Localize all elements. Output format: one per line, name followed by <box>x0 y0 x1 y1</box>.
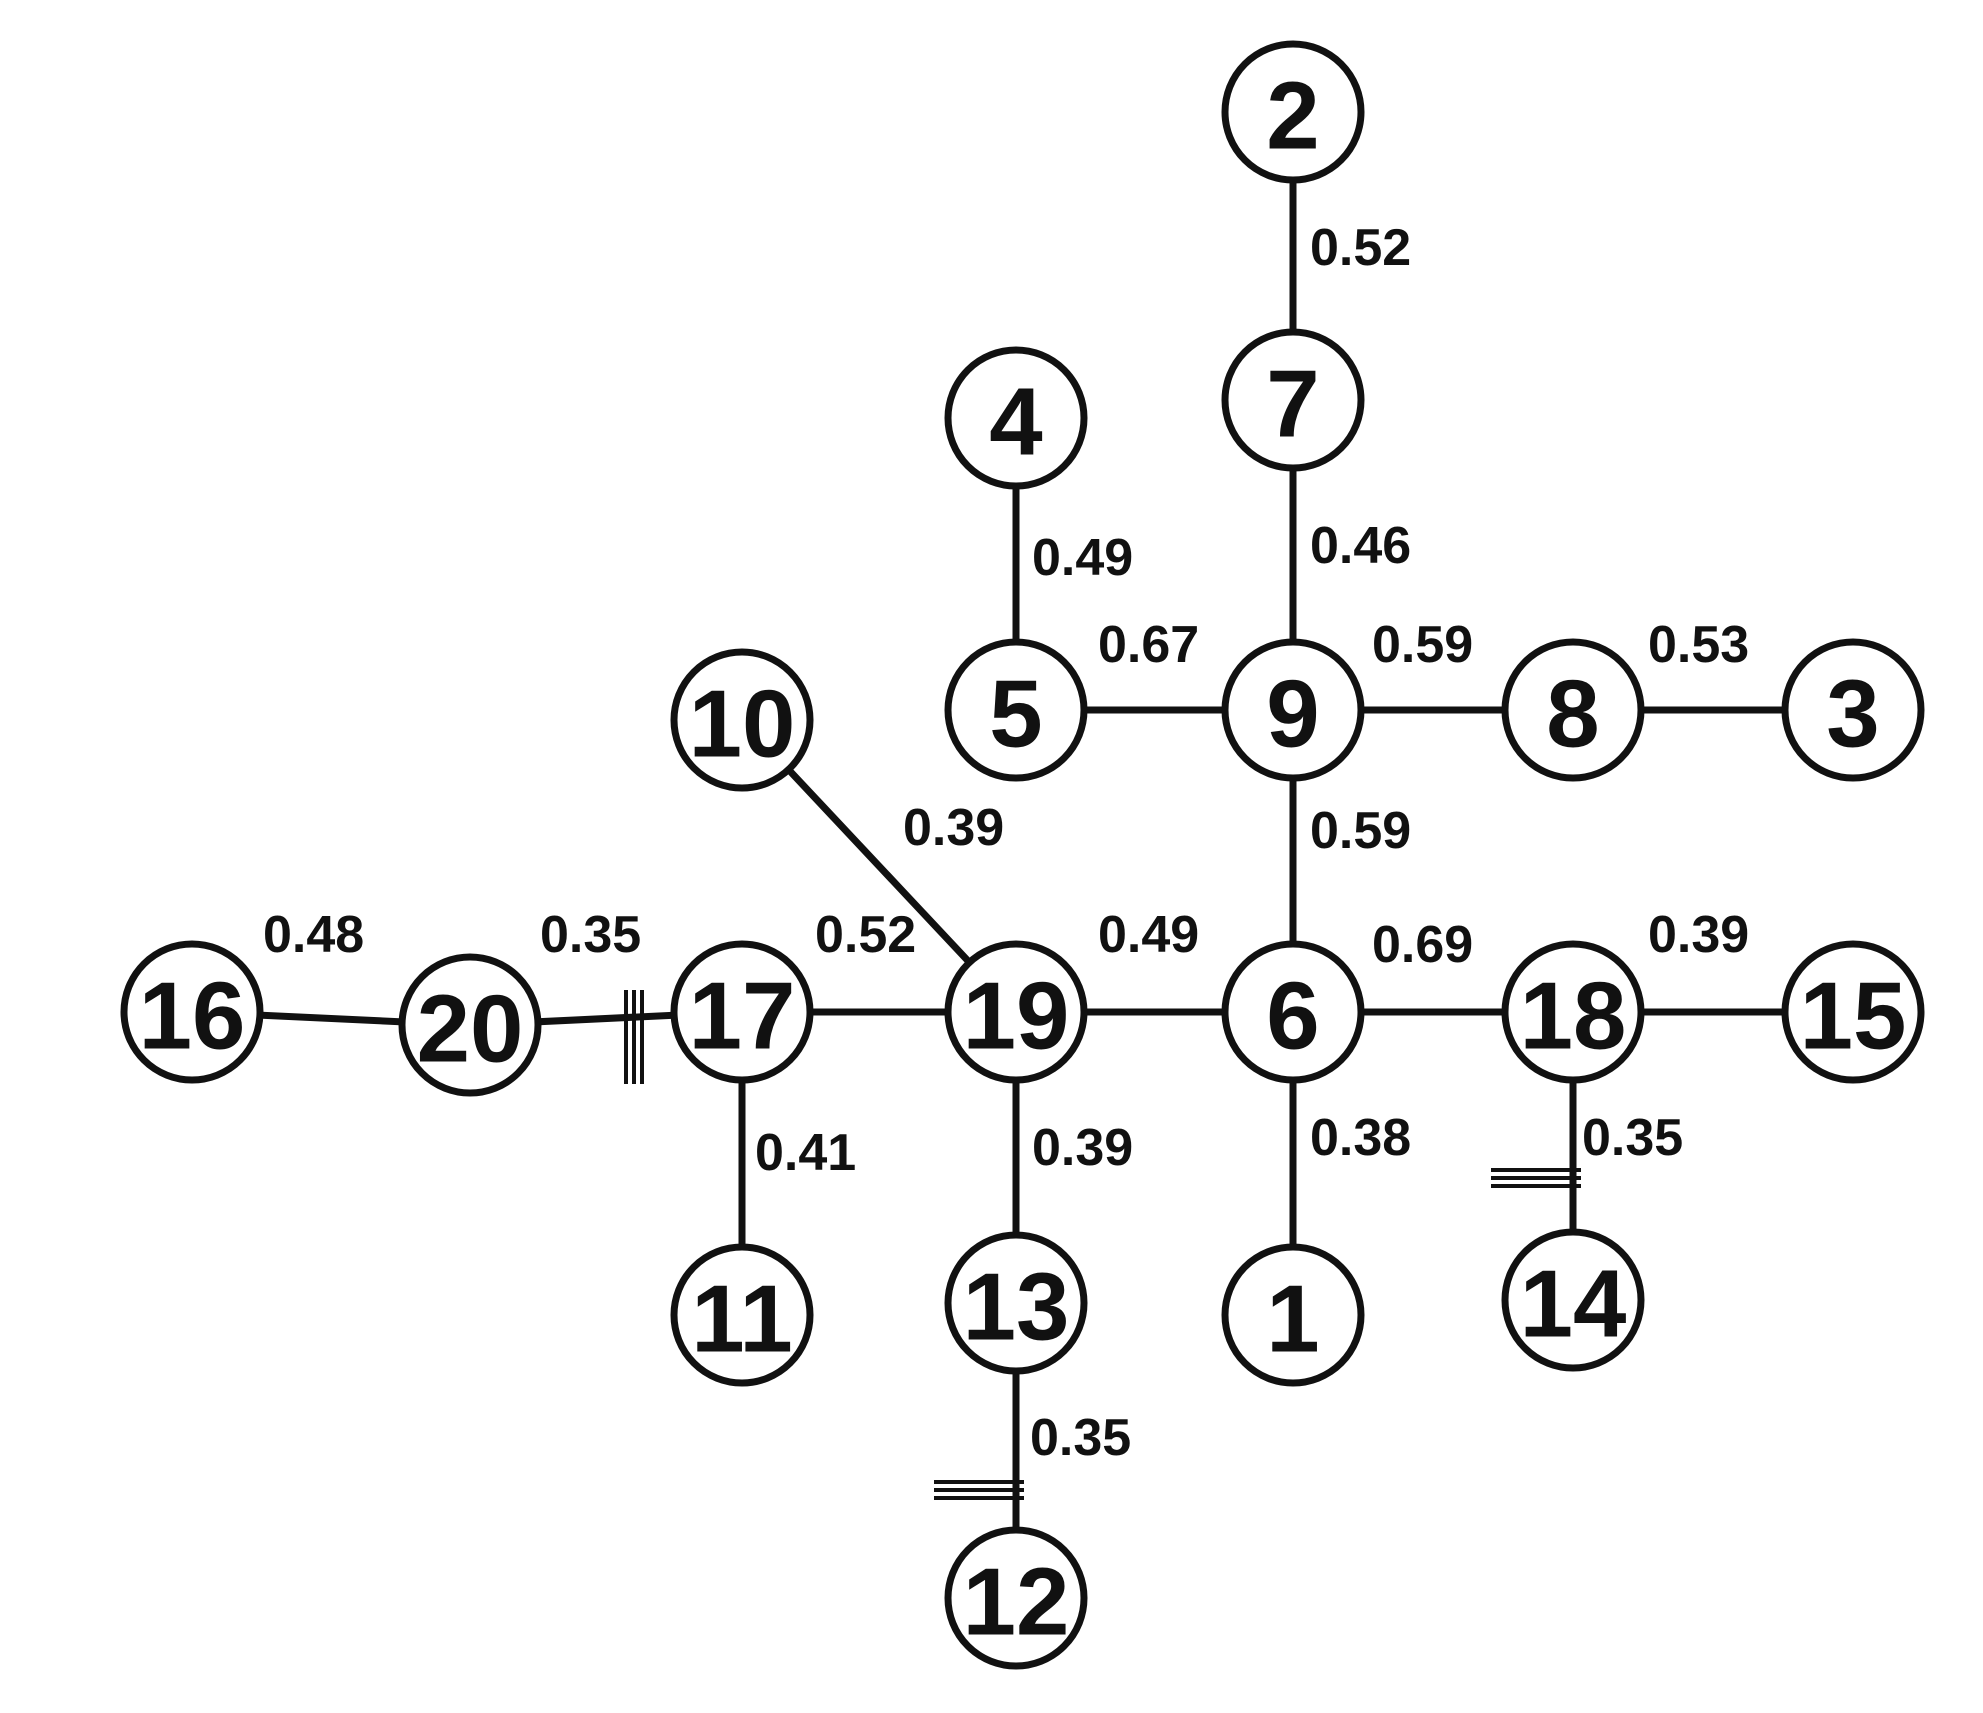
edge-label-9-8: 0.59 <box>1372 616 1473 674</box>
node-circle-14 <box>1501 1228 1645 1372</box>
node-circle-12 <box>944 1526 1088 1670</box>
edge-label-20-17: 0.35 <box>540 906 641 964</box>
cut-mark-18-14 <box>1491 1168 1581 1188</box>
node-17: 17 <box>670 940 814 1084</box>
node-label-4: 4 <box>989 369 1042 476</box>
node-3: 3 <box>1781 638 1925 782</box>
edge-label-6-18: 0.69 <box>1372 916 1473 974</box>
node-15: 15 <box>1781 940 1925 1084</box>
edge-label-8-3: 0.53 <box>1648 616 1749 674</box>
node-circle-4 <box>944 346 1088 490</box>
node-label-6: 6 <box>1266 963 1319 1070</box>
edge-label-17-19: 0.52 <box>815 906 916 964</box>
node-9: 9 <box>1221 638 1365 782</box>
node-label-20: 20 <box>417 976 524 1083</box>
edge-label-13-12: 0.35 <box>1030 1409 1131 1467</box>
node-label-19: 19 <box>963 963 1070 1070</box>
cut-mark-13-12 <box>934 1480 1024 1500</box>
edge-label-18-14: 0.35 <box>1582 1109 1683 1167</box>
edge-label-5-9: 0.67 <box>1098 616 1199 674</box>
node-7: 7 <box>1221 328 1365 472</box>
edge-label-2-7: 0.52 <box>1310 219 1411 277</box>
node-circle-10 <box>670 648 814 792</box>
node-20: 20 <box>398 953 542 1097</box>
node-10: 10 <box>670 648 814 792</box>
node-circle-8 <box>1501 638 1645 782</box>
node-label-18: 18 <box>1520 963 1627 1070</box>
node-circle-1 <box>1221 1243 1365 1387</box>
cut-mark-20-17 <box>624 990 644 1084</box>
edge-label-19-13: 0.39 <box>1032 1119 1133 1177</box>
cut-marks-layer <box>624 990 1581 1500</box>
node-label-1: 1 <box>1266 1266 1319 1373</box>
edge-label-19-6: 0.49 <box>1098 906 1199 964</box>
edge-label-16-20: 0.48 <box>263 906 364 964</box>
edge-label-4-5: 0.49 <box>1032 529 1133 587</box>
node-14: 14 <box>1501 1228 1645 1372</box>
node-circle-6 <box>1221 940 1365 1084</box>
edge-labels-layer: 0.52 0.46 0.49 0.67 0.59 0.53 0.59 0.39 0.48 0.35… <box>263 219 1749 1467</box>
node-label-16: 16 <box>139 963 246 1070</box>
node-circle-17 <box>670 940 814 1084</box>
edge-label-6-1: 0.38 <box>1310 1109 1411 1167</box>
node-circle-2 <box>1221 40 1365 184</box>
node-label-14: 14 <box>1520 1251 1627 1358</box>
node-12: 12 <box>944 1526 1088 1670</box>
node-circle-11 <box>670 1243 814 1387</box>
node-label-7: 7 <box>1266 351 1319 458</box>
node-1: 1 <box>1221 1243 1365 1387</box>
node-19: 19 <box>944 940 1088 1084</box>
node-8: 8 <box>1501 638 1645 782</box>
node-label-15: 15 <box>1800 963 1907 1070</box>
edge-label-7-9: 0.46 <box>1310 517 1411 575</box>
node-circle-9 <box>1221 638 1365 782</box>
node-5: 5 <box>944 638 1088 782</box>
node-2: 2 <box>1221 40 1365 184</box>
edge-label-18-15: 0.39 <box>1648 906 1749 964</box>
node-label-10: 10 <box>689 671 796 778</box>
edge-label-10-19: 0.39 <box>903 799 1004 857</box>
node-18: 18 <box>1501 940 1645 1084</box>
node-13: 13 <box>944 1231 1088 1375</box>
node-label-2: 2 <box>1266 63 1319 170</box>
node-4: 4 <box>944 346 1088 490</box>
node-circle-7 <box>1221 328 1365 472</box>
node-label-3: 3 <box>1826 661 1879 768</box>
node-label-5: 5 <box>989 661 1042 768</box>
node-label-12: 12 <box>963 1549 1070 1656</box>
node-label-13: 13 <box>963 1254 1070 1361</box>
node-6: 6 <box>1221 940 1365 1084</box>
node-label-8: 8 <box>1546 661 1599 768</box>
node-16: 16 <box>120 940 264 1084</box>
edges-layer <box>191 112 1853 1598</box>
node-circle-20 <box>398 953 542 1097</box>
node-label-17: 17 <box>689 963 796 1070</box>
node-circle-15 <box>1781 940 1925 1084</box>
node-label-9: 9 <box>1266 661 1319 768</box>
node-circle-18 <box>1501 940 1645 1084</box>
edge-label-17-11: 0.41 <box>755 1124 856 1182</box>
node-circle-5 <box>944 638 1088 782</box>
node-circle-3 <box>1781 638 1925 782</box>
node-circle-19 <box>944 940 1088 1084</box>
node-circle-13 <box>944 1231 1088 1375</box>
edge-label-9-6: 0.59 <box>1310 802 1411 860</box>
node-circle-16 <box>120 940 264 1084</box>
node-11: 11 <box>670 1243 814 1387</box>
node-label-11: 11 <box>691 1266 792 1373</box>
